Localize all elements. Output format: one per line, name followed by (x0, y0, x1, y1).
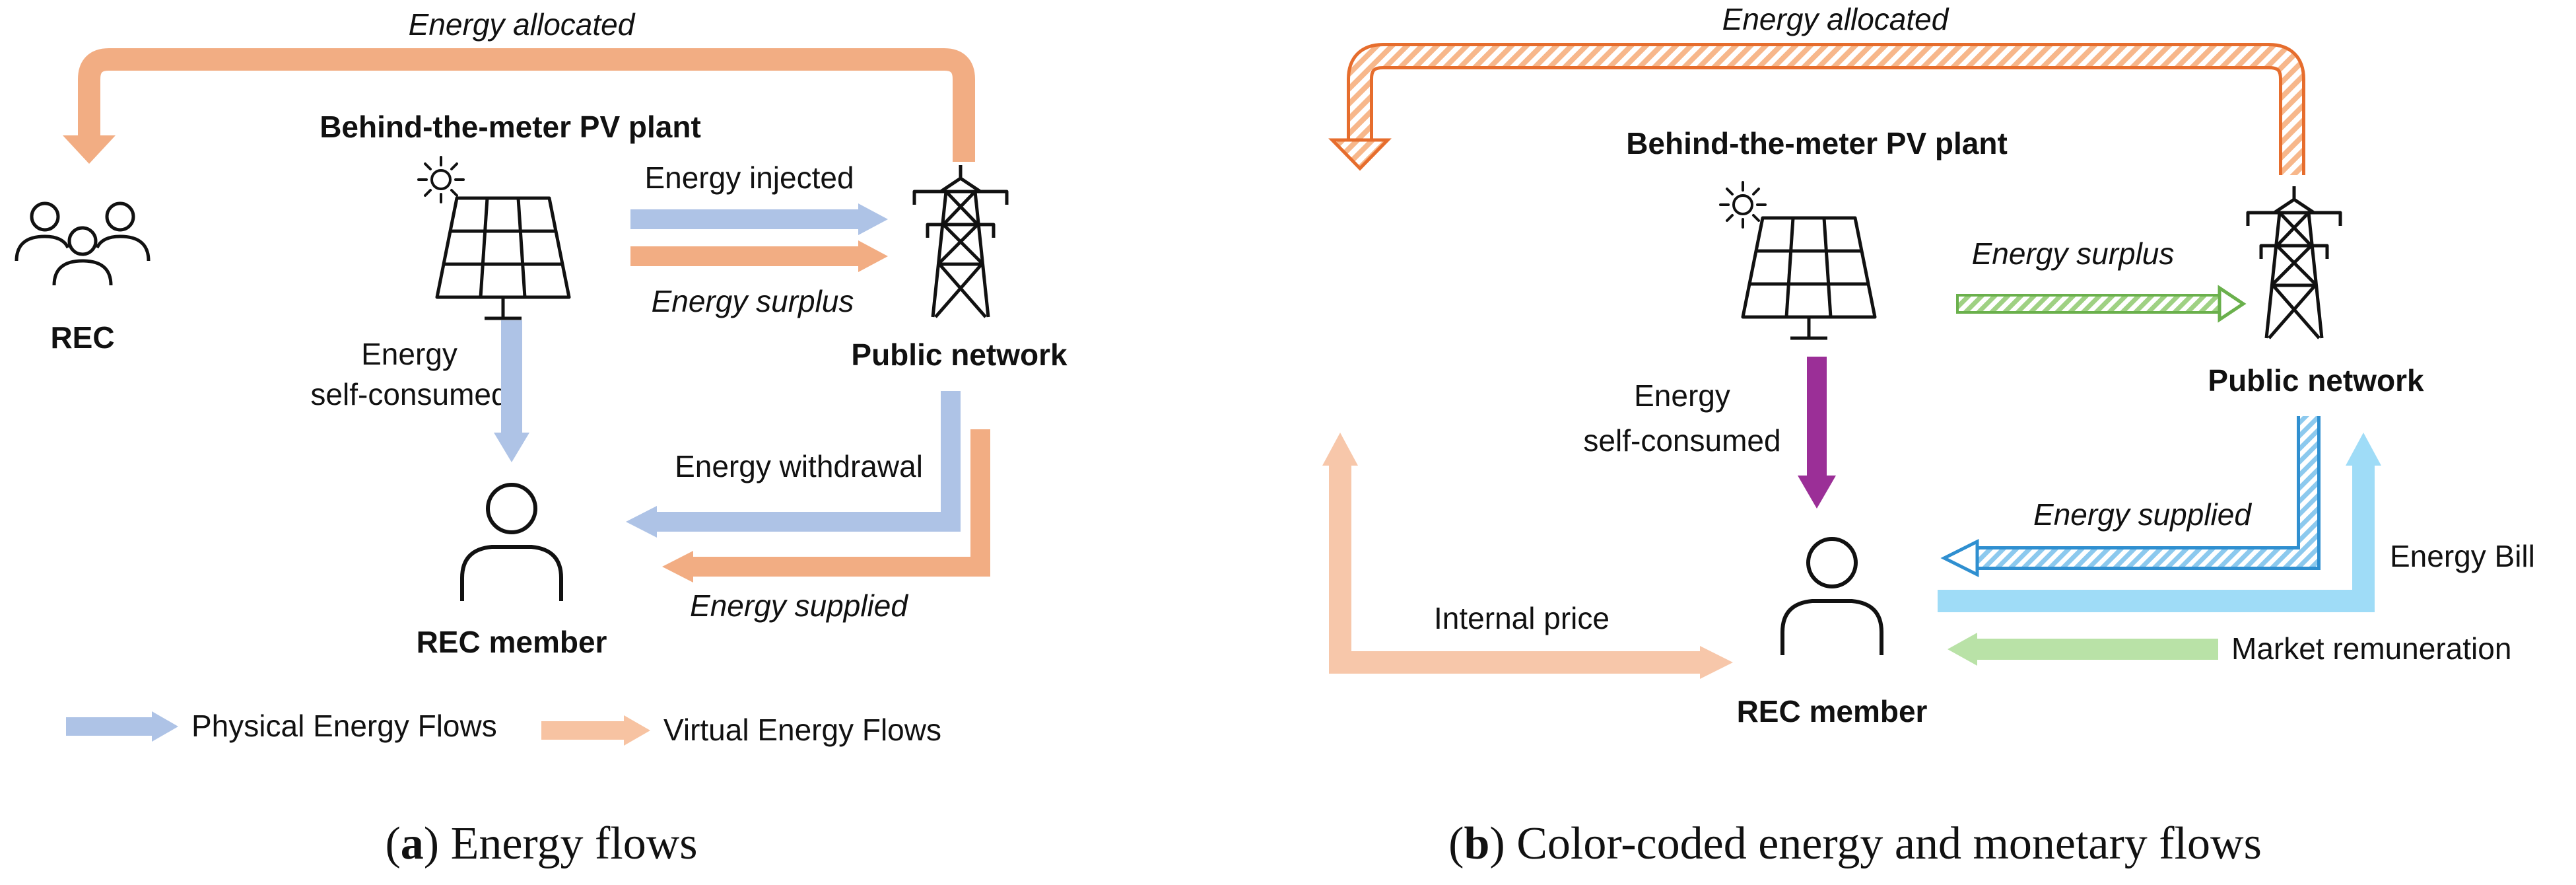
legend-physical-label: Physical Energy Flows (191, 709, 497, 743)
energy-allocated-arrow (78, 48, 975, 162)
b-market-remuneration-label: Market remuneration (2231, 631, 2511, 666)
solar-panel-icon (437, 198, 569, 318)
legend-virtual-arrow (624, 715, 650, 746)
people-group-icon (15, 201, 151, 286)
energy-self-consumed-arrow (494, 433, 529, 462)
b-pv-plant-label: Behind-the-meter PV plant (1626, 126, 2008, 160)
b-internal-price-arrow (1700, 646, 1733, 679)
energy-allocated-arrowhead (63, 135, 116, 164)
energy-allocated-label: Energy allocated (409, 7, 636, 42)
rec-member-label: REC member (417, 625, 607, 659)
b-energy-supplied-arrow (1940, 538, 1979, 578)
sun-icon (417, 156, 465, 203)
energy-withdrawal-arrow (626, 506, 657, 538)
rec-label: REC (50, 320, 114, 355)
b-energy-surplus-arrow (2218, 285, 2247, 323)
energy-withdrawal-label: Energy withdrawal (675, 449, 923, 483)
b-rec-member-label: REC member (1737, 694, 1928, 728)
energy-surplus-arrow (858, 240, 888, 272)
legend-physical-arrow (152, 711, 178, 742)
panel-a: Energy allocated REC Behind-the-meter PV… (15, 7, 1068, 869)
energy-supplied-arrow (662, 551, 693, 583)
b-person-icon (1782, 539, 1881, 655)
energy-injected-label: Energy injected (644, 160, 854, 195)
b-energy-supplied-label: Energy supplied (2033, 497, 2252, 532)
pv-plant-label: Behind-the-meter PV plant (320, 110, 701, 144)
transmission-tower-icon (914, 165, 1007, 317)
caption-a: (a) Energy flows (385, 818, 697, 869)
panel-b: Energy allocated Behind-the-meter PV pla… (1322, 2, 2535, 869)
b-energy-allocated-arrowhead (1328, 138, 1392, 171)
caption-b: (b) Color-coded energy and monetary flow… (1448, 818, 2262, 869)
b-energy-bill-arrow (2346, 433, 2381, 466)
b-internal-price-label: Internal price (1434, 601, 1610, 635)
b-energy-self-consumed-arrow (1798, 476, 1836, 509)
b-energy-surplus-label: Energy surplus (1972, 236, 2175, 271)
b-solar-panel-icon (1743, 218, 1875, 338)
energy-surplus-label: Energy surplus (652, 284, 854, 318)
public-network-label: Public network (851, 337, 1068, 372)
b-transmission-tower-icon (2248, 186, 2340, 338)
energy-injected-arrow (858, 203, 888, 235)
b-energy-self-label-2: self-consumed (1583, 423, 1780, 458)
b-energy-allocated-label: Energy allocated (1722, 2, 1949, 36)
b-internal-price-up-arrow (1322, 433, 1358, 466)
b-energy-self-label-1: Energy (1634, 378, 1730, 413)
b-public-network-label: Public network (2208, 363, 2424, 398)
person-icon (462, 485, 561, 601)
b-market-remuneration-arrow (1948, 633, 1977, 666)
legend-virtual-label: Virtual Energy Flows (663, 713, 941, 747)
b-sun-icon (1719, 181, 1767, 229)
energy-self-label-2: self-consumed (310, 377, 508, 411)
b-energy-bill-label: Energy Bill (2390, 539, 2535, 573)
energy-supplied-label: Energy supplied (690, 588, 908, 623)
energy-self-label-1: Energy (361, 337, 458, 371)
